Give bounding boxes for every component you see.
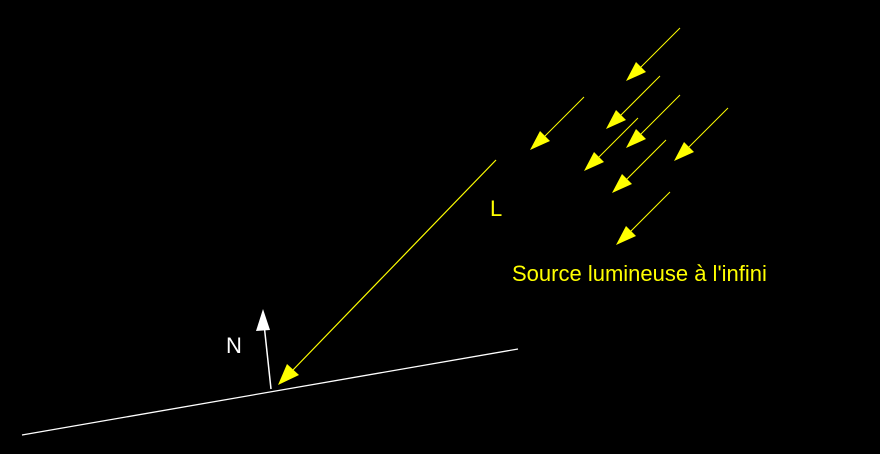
surface-line [21,348,519,436]
light-ray [584,117,639,171]
light-ray [616,191,671,245]
light-vector-arrowhead [278,364,299,385]
normal-vector-line [263,323,272,390]
light-label: L [490,196,502,221]
light-vector-line [290,159,497,373]
light-ray [612,139,667,193]
light-ray [626,27,681,81]
light-ray [626,94,681,148]
light-source-rays [530,27,729,245]
normal-label: N [226,333,242,358]
light-ray [606,75,661,129]
light-ray [674,107,729,161]
light-source-caption: Source lumineuse à l'infini [512,261,767,286]
normal-vector-arrowhead [256,309,270,331]
light-ray [530,96,585,150]
